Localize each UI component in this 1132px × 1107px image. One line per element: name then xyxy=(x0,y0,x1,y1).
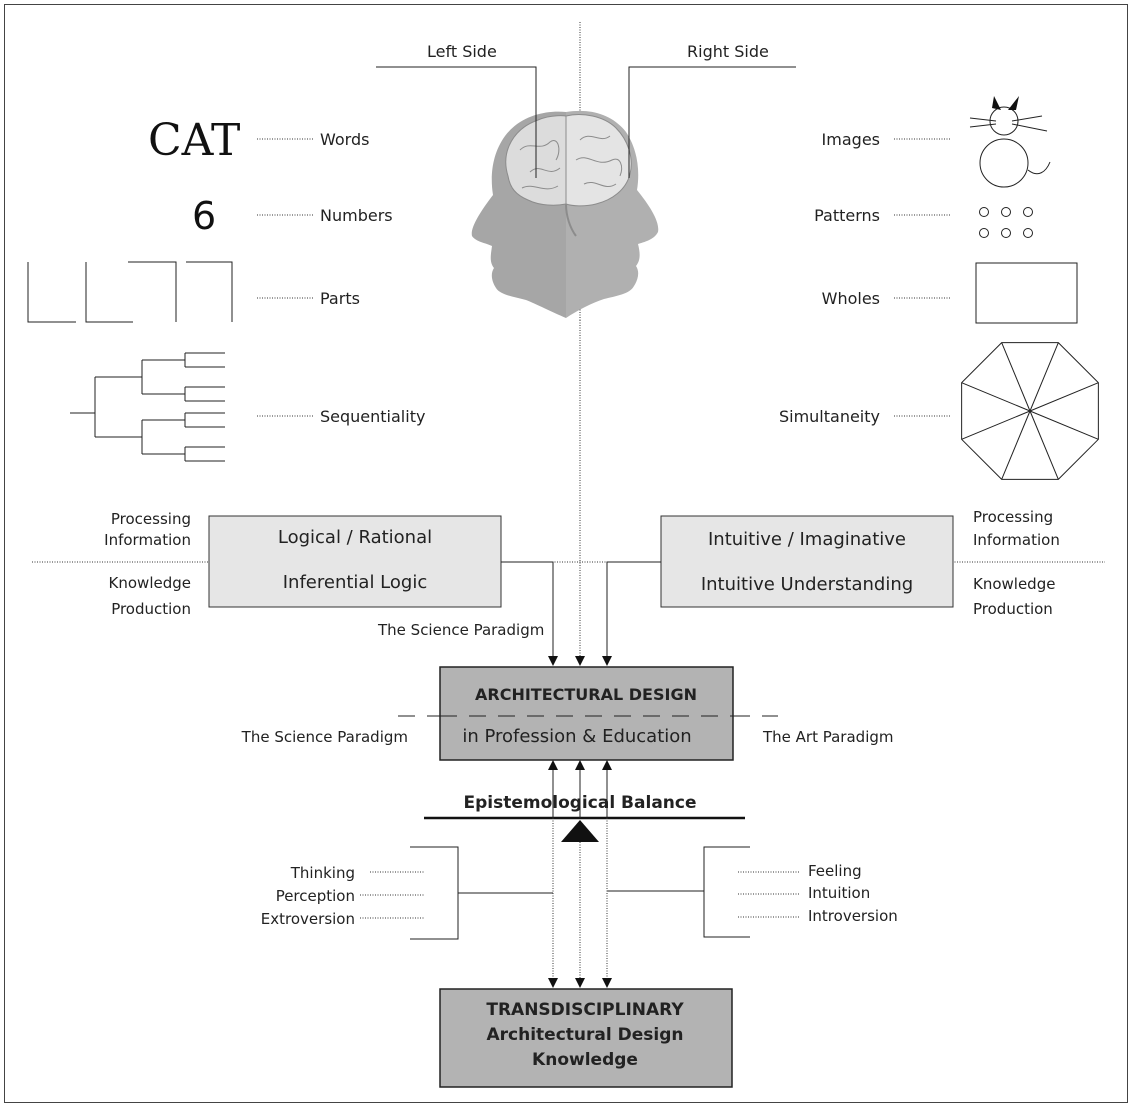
octagon-spoke xyxy=(1001,410,1031,480)
left-production-label: Production xyxy=(111,600,191,618)
architectural-design-box xyxy=(439,666,734,761)
wholes-rectangle-icon xyxy=(975,262,1078,324)
left-traits-bracket xyxy=(360,846,553,940)
left-processing-label: Processing xyxy=(111,510,191,528)
cat-word-symbol: CAT xyxy=(148,115,240,166)
octagon-spoke xyxy=(1029,382,1099,412)
simultaneity-label: Simultaneity xyxy=(779,407,880,426)
numbers-label: Numbers xyxy=(320,206,393,225)
trait-feeling: Feeling xyxy=(808,862,862,880)
brain-stem xyxy=(565,203,577,237)
cat-image-icon xyxy=(969,96,1051,188)
right-side-label: Right Side xyxy=(687,42,769,61)
right-traits-bracket xyxy=(607,846,800,938)
parts-symbol xyxy=(27,261,233,323)
logical-rational-box xyxy=(208,515,502,608)
art-paradigm-label: The Art Paradigm xyxy=(762,728,894,746)
patterns-label: Patterns xyxy=(814,206,880,225)
left-knowledge-label: Knowledge xyxy=(109,574,191,592)
brain-right-hemisphere xyxy=(565,114,632,207)
sequentiality-tree-symbol xyxy=(70,352,225,462)
trait-thinking: Thinking xyxy=(290,864,355,882)
brain-head-image xyxy=(471,110,659,319)
trait-introversion: Introversion xyxy=(808,907,898,925)
intuitive-understanding-text: Intuitive Understanding xyxy=(701,574,913,595)
octagon-spoke xyxy=(1029,410,1059,480)
octagon-spoke xyxy=(961,382,1031,412)
octagon-spoke xyxy=(961,410,1031,440)
brain-folds xyxy=(519,135,623,190)
patterns-dots-icon xyxy=(979,207,1033,238)
trait-extroversion: Extroversion xyxy=(261,910,355,928)
octagon-spoke xyxy=(1001,342,1031,412)
trait-intuition: Intuition xyxy=(808,884,870,902)
wholes-label: Wholes xyxy=(822,289,880,308)
left-side-label: Left Side xyxy=(427,42,497,61)
left-side-leader xyxy=(376,66,537,178)
right-processing-label: Processing xyxy=(973,508,1053,526)
parts-label: Parts xyxy=(320,289,360,308)
number-six-symbol: 6 xyxy=(192,194,216,238)
simultaneity-octagon-icon xyxy=(961,342,1099,480)
outer-frame xyxy=(4,4,1128,1103)
right-knowledge-label: Knowledge xyxy=(973,575,1055,593)
images-label: Images xyxy=(822,130,880,149)
right-production-label: Production xyxy=(973,600,1053,618)
transdisciplinary-line3: Knowledge xyxy=(532,1050,638,1070)
left-information-label: Information xyxy=(104,531,191,549)
right-side-leader xyxy=(628,66,796,178)
science-paradigm-upper-label: The Science Paradigm xyxy=(377,621,544,639)
intuitive-imaginative-text: Intuitive / Imaginative xyxy=(708,529,906,550)
trait-perception: Perception xyxy=(276,887,355,905)
transdisciplinary-line2: Architectural Design xyxy=(487,1025,684,1045)
inferential-logic-text: Inferential Logic xyxy=(283,572,427,593)
transdisciplinary-box xyxy=(439,988,733,1088)
transdisciplinary-line1: TRANSDISCIPLINARY xyxy=(486,1000,684,1020)
octagon-spoke xyxy=(1029,342,1059,412)
science-paradigm-left-label: The Science Paradigm xyxy=(241,728,408,746)
balance-fulcrum-triangle xyxy=(561,820,599,842)
architectural-design-title: ARCHITECTURAL DESIGN xyxy=(475,685,697,704)
architectural-design-subtitle: in Profession & Education xyxy=(462,726,691,747)
right-information-label: Information xyxy=(973,531,1060,549)
logical-rational-text: Logical / Rational xyxy=(278,527,432,548)
words-label: Words xyxy=(320,130,369,149)
intuitive-imaginative-box xyxy=(660,515,954,608)
intuitive-to-design-arrow xyxy=(602,561,661,666)
octagon-spoke xyxy=(1029,410,1099,440)
sequentiality-label: Sequentiality xyxy=(320,407,425,426)
logical-to-design-arrow xyxy=(501,561,558,666)
